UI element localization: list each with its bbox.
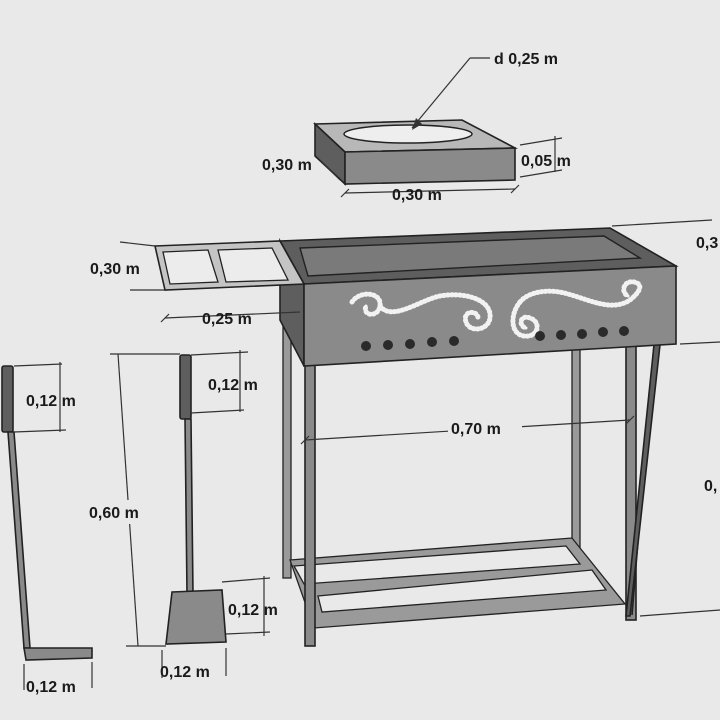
ornament-left-curl-dots: [349, 291, 493, 332]
shelf-width-label: 0,25 m: [202, 311, 252, 328]
front-ornament: [349, 279, 643, 339]
tray-width-line: [344, 188, 516, 194]
length-label-bg: [448, 416, 522, 440]
poker-foot: [23, 647, 93, 661]
poker-tool: [1, 362, 93, 690]
tray-opening: [343, 124, 473, 144]
shelf-depth-ext-top: [119, 241, 156, 247]
height-ext-bottom: [639, 609, 720, 617]
air-hole: [556, 330, 566, 340]
air-hole: [383, 340, 393, 350]
tray-depth-line: [319, 159, 341, 181]
tray-width-tick-left: [340, 188, 350, 198]
poker-handle-ext-bottom: [13, 429, 67, 433]
lower-frame-gap: [317, 569, 608, 613]
depth-ext-line: [611, 219, 713, 227]
poker-handle-label: 0,12 m: [26, 393, 76, 410]
tray-width-label: 0,30 m: [392, 187, 442, 204]
blade-height-ext-top: [221, 577, 271, 583]
diameter-arrowhead: [412, 118, 422, 130]
tray-height-ext-bottom: [519, 169, 563, 178]
shovel-handle-label: 0,12 m: [208, 377, 258, 394]
air-hole: [361, 341, 371, 351]
air-hole: [619, 326, 629, 336]
ash-tray: [313, 119, 519, 186]
shelf-width-line: [164, 311, 301, 319]
shovel-blade: [165, 589, 227, 645]
box-back-wall: [299, 235, 643, 277]
length-tick-left: [300, 435, 310, 445]
body-length-label: 0,70 m: [451, 421, 501, 438]
shelf-width-tick-left: [160, 313, 170, 323]
shelf-slot-left: [162, 249, 219, 285]
side-shelf: [154, 240, 306, 291]
tray-dimensions: [319, 57, 563, 198]
air-hole: [598, 327, 608, 337]
air-hole: [449, 336, 459, 346]
tray-width-tick-right: [510, 184, 520, 194]
blade-height-ext-bottom: [225, 631, 271, 635]
air-hole: [535, 331, 545, 341]
tray-front-face: [344, 147, 516, 185]
air-holes: [361, 326, 629, 351]
shovel-handle-ext-bottom: [190, 409, 245, 414]
shovel-handle-ext-top: [190, 351, 249, 356]
tray-height-label: 0,05 m: [521, 153, 571, 170]
air-hole: [577, 329, 587, 339]
blade-height-label: 0,12 m: [228, 602, 278, 619]
length-tick-right: [625, 415, 635, 425]
ornament-right-curl-dots: [510, 279, 643, 339]
air-hole: [405, 339, 415, 349]
tray-height-ext-top: [519, 137, 563, 146]
poker-shaft: [7, 431, 31, 649]
front-left-leg: [304, 361, 316, 647]
poker-handle: [1, 365, 14, 433]
back-right-leg: [571, 337, 581, 561]
grill-body: [154, 227, 679, 647]
body-depth-label: 0,3: [696, 235, 718, 252]
height-ext-top: [679, 341, 720, 345]
shelf-depth-label: 0,30 m: [90, 261, 140, 278]
lower-frame-gap-back: [292, 545, 582, 585]
poker-foot-label: 0,12 m: [26, 679, 76, 696]
tray-diameter-label: d 0,25 m: [494, 51, 558, 68]
blade-width-label: 0,12 m: [160, 664, 210, 681]
shelf-slot-right: [217, 247, 290, 283]
body-height-label: 0,: [704, 478, 717, 495]
diameter-leader: [411, 57, 471, 129]
shovel-shaft: [184, 418, 194, 595]
shovel-length-label: 0,60 m: [89, 505, 139, 522]
air-hole: [427, 337, 437, 347]
poker-handle-ext-top: [13, 363, 63, 367]
shovel-handle: [179, 354, 192, 420]
shovel-length-label-bg: [86, 500, 158, 524]
tray-depth-label: 0,30 m: [262, 157, 312, 174]
